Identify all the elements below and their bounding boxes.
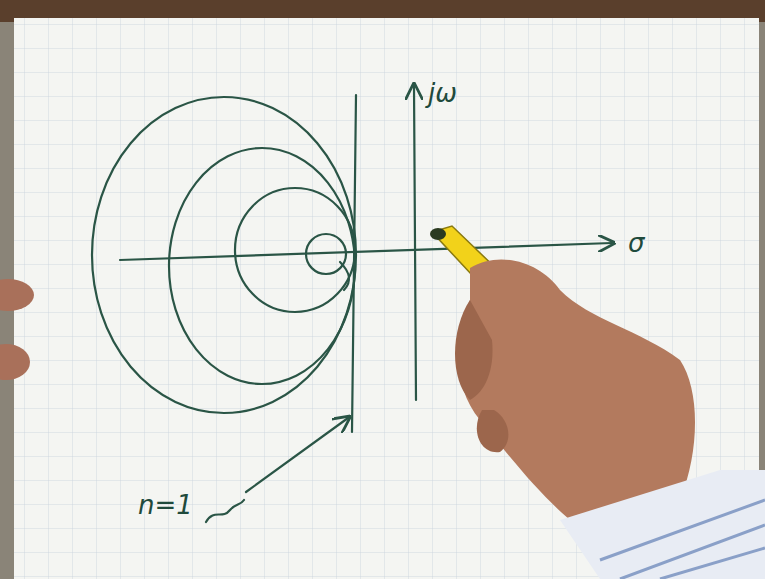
boundary-line — [352, 95, 356, 432]
leader-arrow — [246, 418, 348, 492]
imaginary-axis — [414, 86, 416, 400]
real-axis — [120, 243, 612, 260]
leader-squiggle — [206, 500, 244, 522]
axis-label: jω — [428, 80, 457, 106]
boundary-label: n=1 — [138, 492, 193, 518]
hand-with-marker — [430, 226, 765, 579]
contour-curve — [235, 188, 355, 312]
axis-label: σ — [628, 230, 644, 256]
contour-curve — [92, 97, 356, 413]
contour-curve — [169, 148, 355, 384]
left-fingers — [0, 279, 34, 380]
contour-curve — [340, 262, 349, 290]
